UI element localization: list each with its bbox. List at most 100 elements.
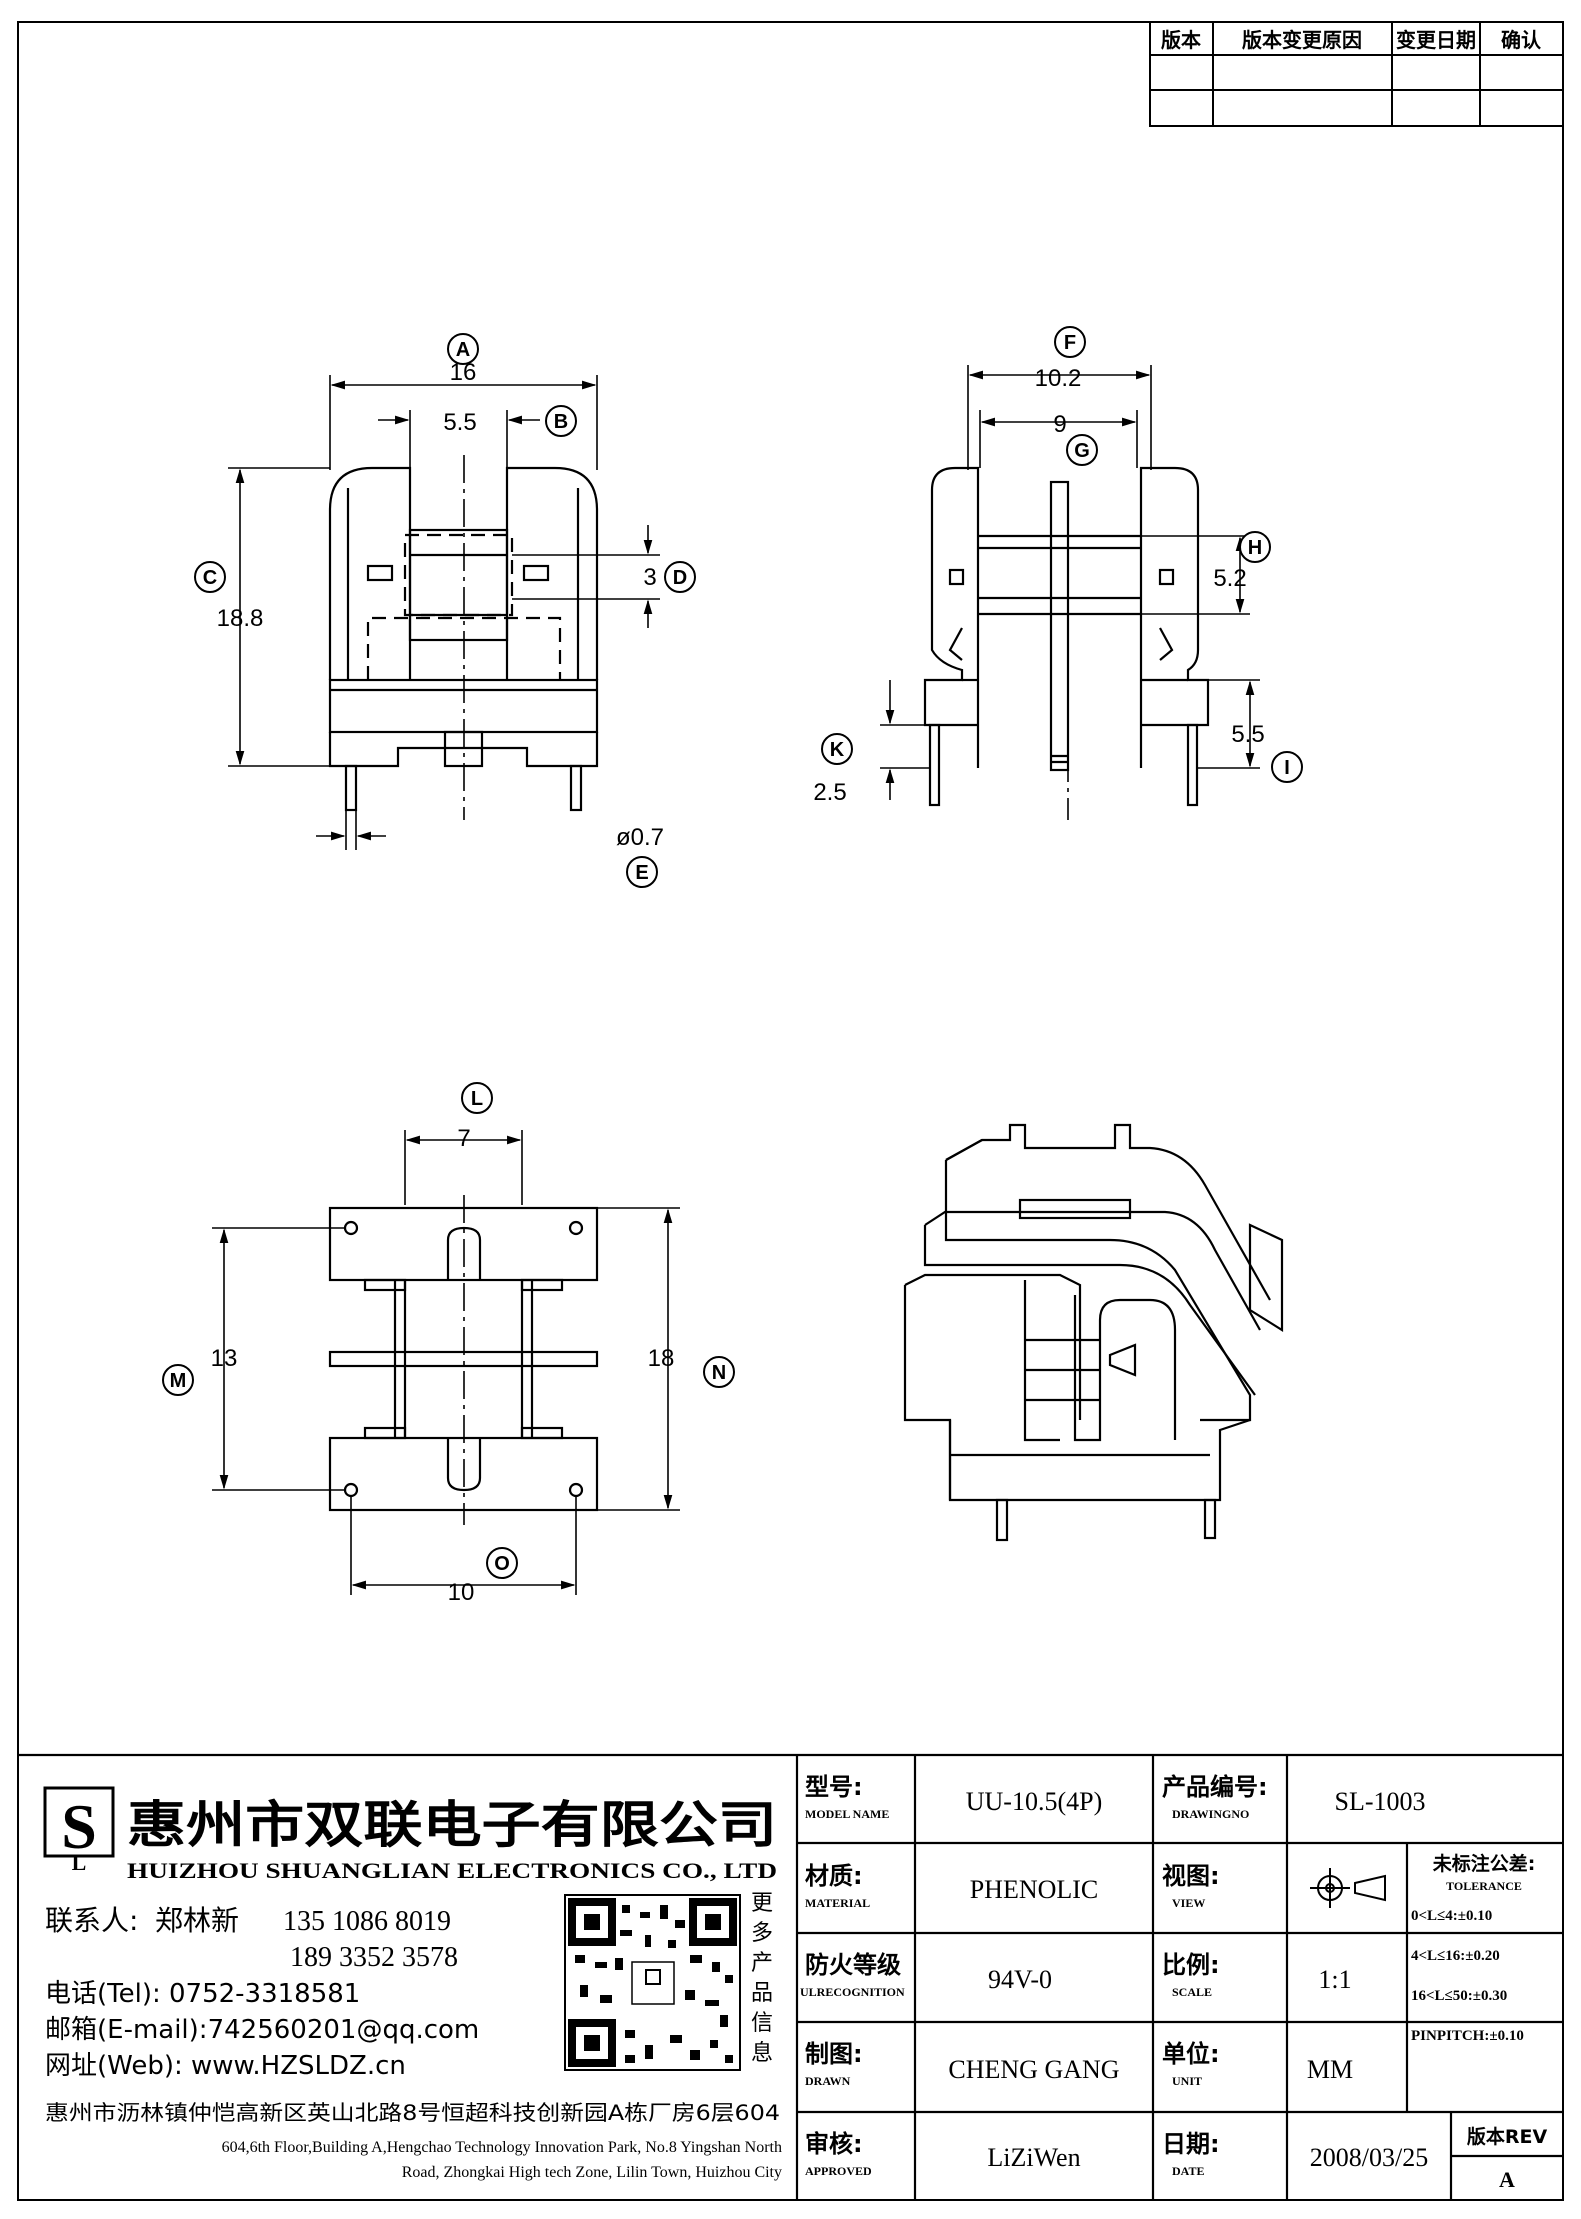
more-products-char: 更 [751, 1891, 773, 1916]
dim-value-H: 5.2 [1213, 565, 1246, 592]
front-view [328, 455, 599, 820]
tolerance-line-4: PINPITCH:±0.10 [1411, 2028, 1524, 2044]
phone-2: 189 3352 3578 [290, 1942, 458, 1973]
more-products-char: 信 [751, 2011, 773, 2036]
dim-value-D: 3 [643, 564, 656, 591]
company-logo: S L [43, 1786, 115, 1875]
rev-header-version: 版本 [1161, 28, 1201, 52]
svg-text:L: L [72, 1850, 87, 1875]
dim-value-F: 10.2 [1035, 365, 1082, 392]
front-dims [228, 375, 660, 850]
dim-value-K: 2.5 [813, 779, 846, 806]
material-label-en: MATERIAL [805, 1896, 870, 1910]
model-value: UU-10.5(4P) [966, 1787, 1103, 1816]
label-circle-L [461, 1082, 493, 1114]
rev-header-confirm: 确认 [1501, 28, 1542, 52]
drawingno-value: SL-1003 [1335, 1787, 1426, 1816]
label-circle-F [1054, 326, 1086, 358]
dimension-labels [162, 326, 1303, 1579]
dim-value-G: 9 [1053, 411, 1066, 438]
date-label: 日期: [1162, 2130, 1220, 2158]
dim-value-B: 5.5 [443, 409, 476, 436]
tolerance-line-3: 16<L≤50:±0.30 [1411, 1988, 1507, 2004]
label-circle-G [1066, 434, 1098, 466]
dim-letter-I: I [1284, 757, 1290, 779]
unit-value: MM [1307, 2055, 1353, 2084]
approved-label-en: APPROVED [805, 2164, 872, 2178]
scale-label: 比例: [1162, 1951, 1220, 1979]
label-circle-N [703, 1356, 735, 1388]
address-cn: 惠州市沥林镇仲恺高新区英山北路8号恒超科技创新园A栋厂房6层604 [45, 2101, 780, 2125]
dim-letter-M: M [170, 1370, 187, 1392]
label-circle-I [1271, 751, 1303, 783]
contact-label: 联系人: [45, 1904, 138, 1937]
tolerance-label: 未标注公差: [1432, 1852, 1536, 1875]
unit-label-en: UNIT [1172, 2074, 1202, 2088]
dim-letter-E: E [635, 862, 648, 884]
label-circle-K [821, 733, 853, 765]
more-products-char: 产 [751, 1951, 773, 1976]
fire-label-en: ULRECOGNITION [800, 1985, 905, 1999]
drawn-label: 制图: [805, 2040, 863, 2068]
material-label: 材质: [805, 1862, 863, 1890]
model-label: 型号: [805, 1773, 863, 1801]
approved-label: 审核: [805, 2130, 863, 2158]
rev-header-reason: 版本变更原因 [1242, 28, 1362, 52]
drawingno-label-en: DRAWINGNO [1172, 1807, 1249, 1821]
tolerance-label-en: TOLERANCE [1446, 1879, 1522, 1893]
more-products-char: 品 [751, 1981, 773, 2006]
email: 邮箱(E-mail):742560201@qq.com [45, 2015, 479, 2045]
label-circle-O [486, 1547, 518, 1579]
svg-text:S: S [61, 1791, 97, 1862]
label-circle-E [626, 856, 658, 888]
unit-label: 单位: [1162, 2040, 1220, 2068]
drawn-value: CHENG GANG [948, 2055, 1119, 2084]
dim-letter-K: K [830, 739, 845, 761]
more-products-char: 息 [751, 2041, 773, 2066]
dim-value-E: ø0.7 [616, 824, 664, 851]
rev-label: 版本REV [1467, 2125, 1548, 2148]
approved-value: LiZiWen [987, 2143, 1080, 2172]
dim-value-C: 18.8 [217, 605, 264, 632]
bottom-dims [212, 1130, 680, 1595]
projection-symbol-icon [1310, 1868, 1386, 1908]
view-label: 视图: [1162, 1862, 1220, 1890]
material-value: PHENOLIC [970, 1875, 1099, 1904]
tel: 电话(Tel): 0752-3318581 [45, 1979, 360, 2009]
address-en-1: 604,6th Floor,Building A,Hengchao Techno… [222, 2139, 782, 2156]
dim-value-N: 18 [648, 1345, 675, 1372]
fire-value: 94V-0 [988, 1965, 1052, 1994]
contact-name: 郑林新 [155, 1904, 239, 1937]
label-circle-B [545, 405, 577, 437]
dim-letter-H: H [1248, 537, 1262, 559]
side-dims [880, 365, 1260, 820]
label-circle-C [194, 561, 226, 593]
dim-value-A: 16 [450, 359, 477, 386]
title-block-frame [18, 1753, 1563, 2200]
website: 网址(Web): www.HZSLDZ.cn [45, 2051, 406, 2081]
phone-1: 135 1086 8019 [283, 1906, 451, 1937]
label-circle-M [162, 1364, 194, 1396]
qr-code [564, 1894, 741, 2071]
label-circle-A [447, 333, 479, 365]
label-circle-H [1239, 531, 1271, 563]
dim-value-L: 7 [457, 1125, 470, 1152]
scale-label-en: SCALE [1172, 1985, 1212, 1999]
model-label-en: MODEL NAME [805, 1807, 889, 1821]
dim-value-M: 13 [211, 1345, 238, 1372]
more-products-char: 多 [751, 1921, 773, 1946]
tolerance-line-1: 0<L≤4:±0.10 [1411, 1908, 1492, 1924]
sheet-border [17, 21, 1564, 2201]
isometric-view [903, 1123, 1284, 1542]
rev-value: A [1499, 2167, 1515, 2192]
dim-letter-C: C [203, 567, 217, 589]
date-label-en: DATE [1172, 2164, 1204, 2178]
date-value: 2008/03/25 [1310, 2143, 1428, 2172]
dim-letter-F: F [1064, 332, 1076, 354]
dim-letter-L: L [471, 1088, 483, 1110]
dim-letter-A: A [456, 339, 470, 361]
company-name-en: HUIZHOU SHUANGLIAN ELECTRONICS CO., LTD [127, 1858, 777, 1883]
